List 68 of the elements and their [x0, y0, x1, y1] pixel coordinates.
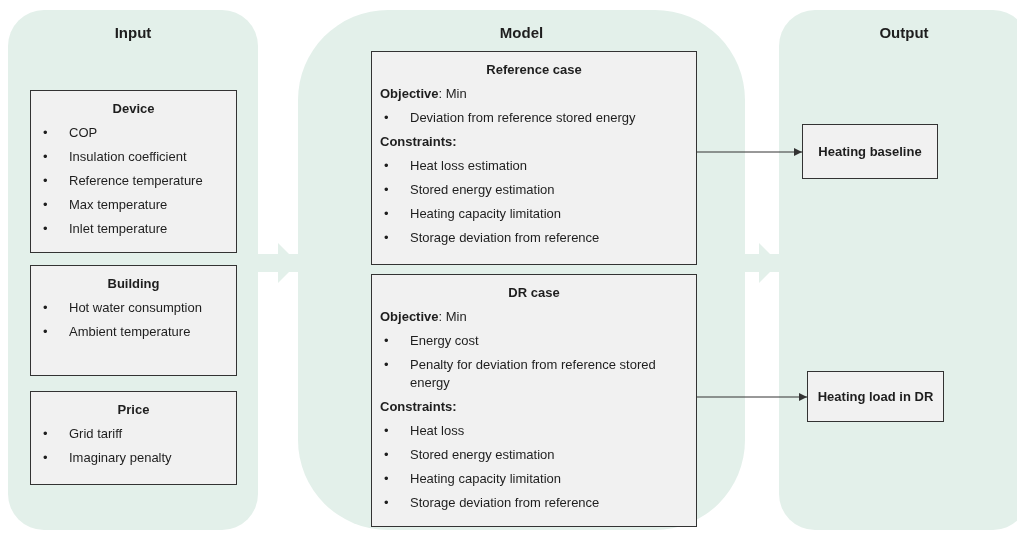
bullet-mark: •	[42, 147, 49, 166]
arrow	[696, 393, 808, 401]
panel-title: Output	[878, 23, 930, 43]
list-item-text: Heating capacity limitation	[410, 204, 562, 223]
stage-panel	[779, 10, 1017, 530]
bullet-mark: •	[383, 228, 390, 247]
list-item-text: Storage deviation from reference	[410, 228, 600, 247]
bullet-mark: •	[42, 195, 49, 214]
list-item-text: Reference temperature	[69, 171, 203, 190]
bullet-mark: •	[42, 171, 49, 190]
list-item-text: Stored energy estimation	[410, 180, 555, 199]
bullet-mark: •	[383, 445, 390, 464]
stage-panel	[298, 10, 745, 530]
flow-arrow	[745, 243, 779, 283]
bullet-mark: •	[42, 219, 49, 238]
panel-title: Input	[113, 23, 153, 43]
list-item-text: Deviation from reference stored energy	[410, 108, 636, 127]
info-box	[371, 274, 697, 527]
info-box	[371, 51, 697, 265]
bullet-mark: •	[383, 108, 390, 127]
list-item-text: Insulation coefficient	[69, 147, 187, 166]
bullet-mark: •	[383, 331, 390, 350]
constraints-heading: Constraints:	[380, 132, 458, 151]
arrow	[696, 148, 803, 156]
list-item-text: Storage deviation from reference	[410, 493, 600, 512]
box-title: Reference case	[485, 61, 583, 79]
list-item-text: Inlet temperature	[69, 219, 168, 238]
list-item-text: Heating capacity limitation	[410, 469, 562, 488]
output-box	[807, 371, 944, 422]
list-item-text: COP	[69, 123, 98, 142]
bullet-mark: •	[383, 421, 390, 440]
bullet-mark: •	[383, 204, 390, 223]
box-title: Price	[116, 401, 151, 419]
box-title: Building	[106, 275, 161, 293]
bullet-mark: •	[383, 180, 390, 199]
bullet-mark: •	[383, 469, 390, 488]
list-item-text: Max temperature	[69, 195, 168, 214]
list-item-text: Energy cost	[410, 331, 479, 350]
bullet-mark: •	[42, 298, 49, 317]
list-item-text: Ambient temperature	[69, 322, 191, 341]
list-item-text: Stored energy estimation	[410, 445, 555, 464]
box-title: DR case	[507, 284, 561, 302]
bullet-mark: •	[383, 493, 390, 512]
output-label: Heating load in DR	[817, 387, 934, 406]
list-item-text: Grid tariff	[69, 424, 123, 443]
info-box	[30, 391, 237, 485]
bullet-mark: •	[42, 322, 49, 341]
output-box	[802, 124, 938, 179]
flow-arrow	[258, 243, 298, 283]
stage-panel	[8, 10, 258, 530]
list-item-text: Hot water consumption	[69, 298, 202, 317]
list-item-text: Imaginary penalty	[69, 448, 172, 467]
bullet-mark: •	[42, 448, 49, 467]
list-item-text: Heat loss estimation	[410, 156, 528, 175]
objective-text: Objective: Min	[380, 307, 468, 326]
info-box	[30, 265, 237, 376]
list-item-text: Heat loss	[410, 421, 465, 440]
objective-text: Objective: Min	[380, 84, 468, 103]
output-label: Heating baseline	[818, 142, 922, 161]
bullet-mark: •	[42, 123, 49, 142]
bullet-mark: •	[383, 355, 390, 374]
list-item-text: Penalty for deviation from reference stored energy	[410, 355, 657, 392]
info-box	[30, 90, 237, 253]
constraints-heading: Constraints:	[380, 397, 458, 416]
bullet-mark: •	[383, 156, 390, 175]
bullet-mark: •	[42, 424, 49, 443]
panel-title: Model	[498, 23, 545, 43]
box-title: Device	[111, 100, 156, 118]
